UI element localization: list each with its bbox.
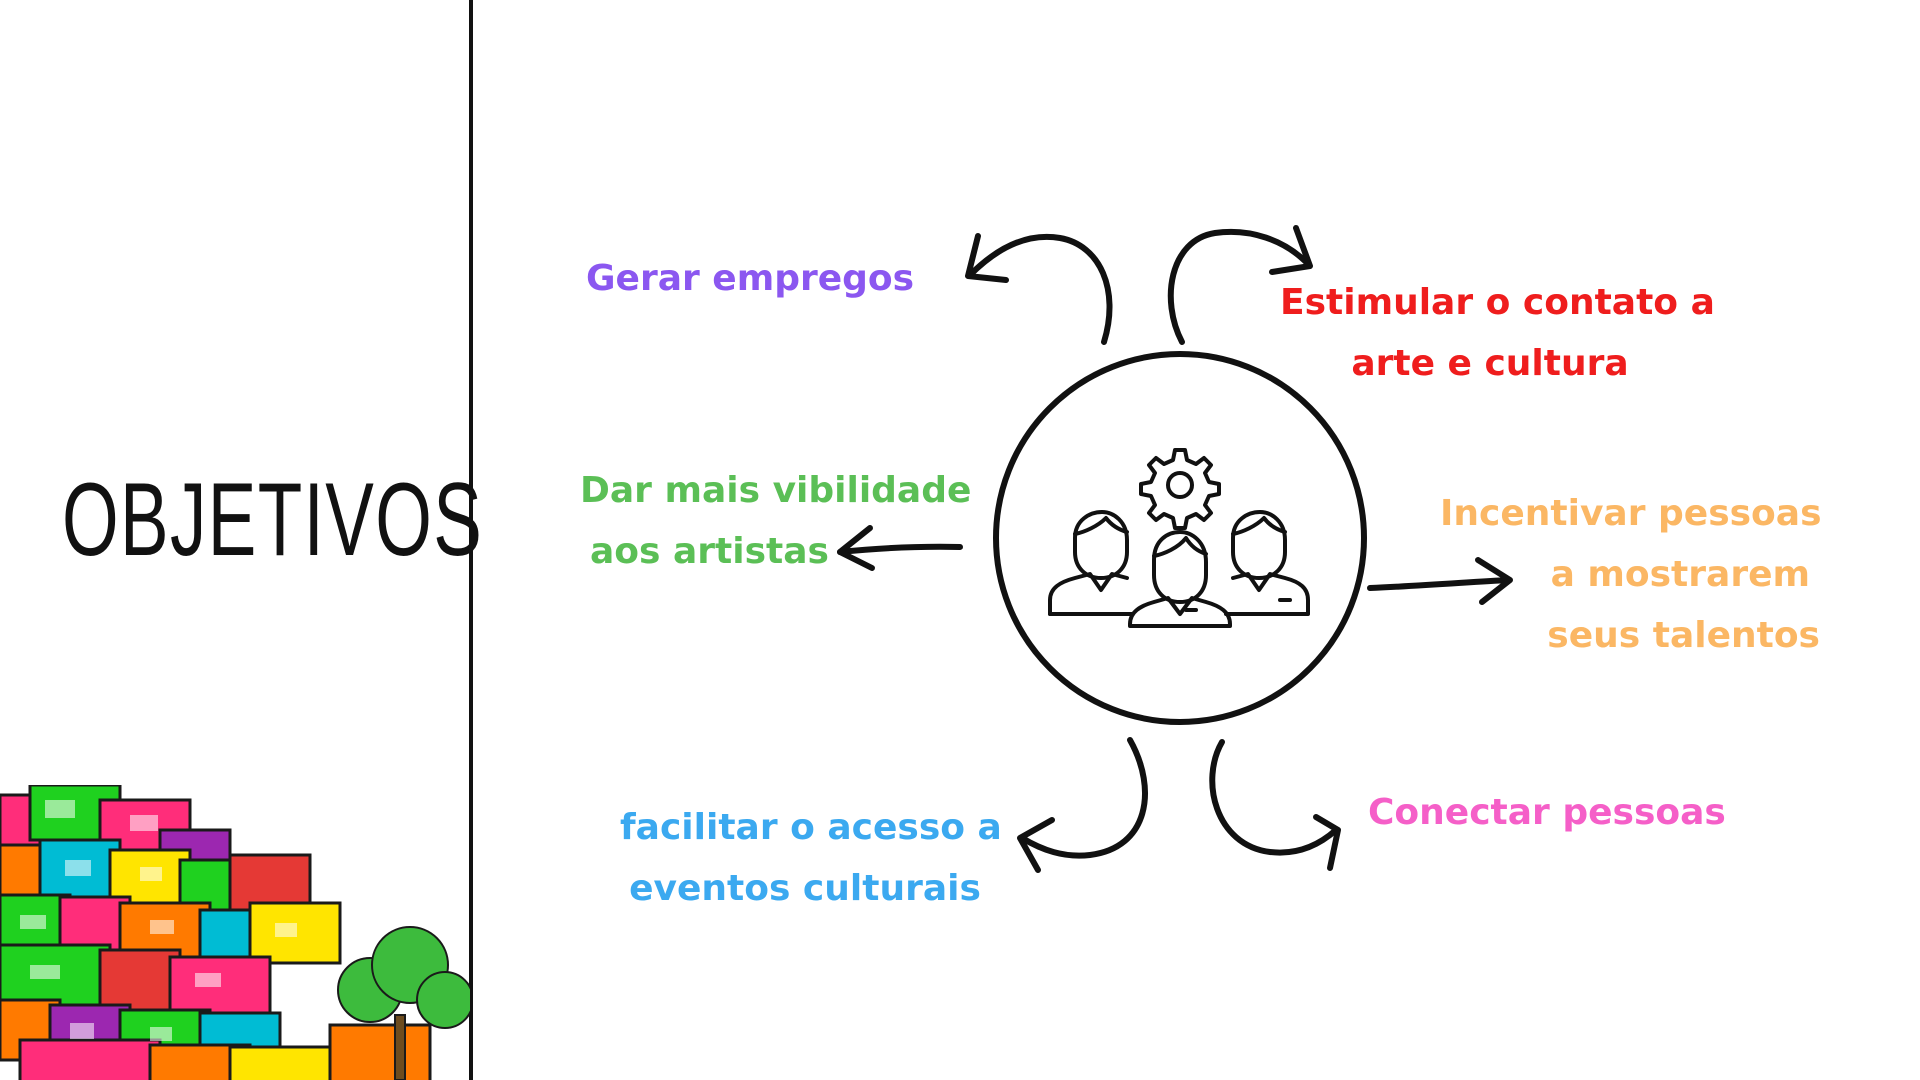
objective-estimular-contato: Estimular o contato a arte e cultura bbox=[1280, 272, 1715, 394]
arrow-to-dar-visibilidade bbox=[837, 525, 963, 571]
objective-facilitar-acesso: facilitar o acesso a eventos culturais bbox=[620, 797, 1002, 919]
objective-line: a mostrarem bbox=[1550, 554, 1810, 595]
objective-line: Conectar pessoas bbox=[1368, 792, 1726, 833]
arrow-to-gerar-empregos bbox=[965, 233, 1113, 345]
objective-line: Dar mais vibilidade bbox=[580, 470, 972, 511]
objective-incentivar-pessoas: Incentivar pessoas a mostrarem seus tale… bbox=[1440, 483, 1822, 666]
arrow-to-facilitar bbox=[1017, 737, 1148, 873]
person-left-icon bbox=[1048, 510, 1134, 616]
person-center-icon bbox=[1128, 530, 1232, 628]
favela-houses-illustration bbox=[0, 785, 470, 1080]
objective-line: Gerar empregos bbox=[586, 258, 915, 299]
tree-icon bbox=[337, 926, 470, 1080]
center-circle bbox=[993, 351, 1367, 725]
objective-gerar-empregos: Gerar empregos bbox=[586, 248, 914, 309]
arrow-to-conectar bbox=[1209, 739, 1341, 871]
objective-dar-visibilidade: Dar mais vibilidade aos artistas bbox=[580, 460, 971, 582]
arrow-to-estimular bbox=[1167, 225, 1313, 345]
objective-line: aos artistas bbox=[590, 531, 829, 572]
page-title: OBJETIVOS bbox=[62, 462, 484, 578]
objective-line: Incentivar pessoas bbox=[1440, 493, 1822, 534]
team-gear-icon bbox=[1048, 448, 1310, 628]
person-right-icon bbox=[1224, 510, 1310, 616]
gear-icon bbox=[1139, 448, 1221, 530]
vertical-divider bbox=[469, 0, 473, 1080]
objective-line: Estimular o contato a bbox=[1280, 282, 1715, 323]
arrow-to-incentivar bbox=[1367, 557, 1513, 605]
objective-line: facilitar o acesso a bbox=[620, 807, 1002, 848]
objective-conectar-pessoas: Conectar pessoas bbox=[1368, 782, 1726, 843]
objective-line: arte e cultura bbox=[1351, 343, 1629, 384]
objective-line: eventos culturais bbox=[629, 868, 981, 909]
objective-line: seus talentos bbox=[1547, 615, 1820, 656]
